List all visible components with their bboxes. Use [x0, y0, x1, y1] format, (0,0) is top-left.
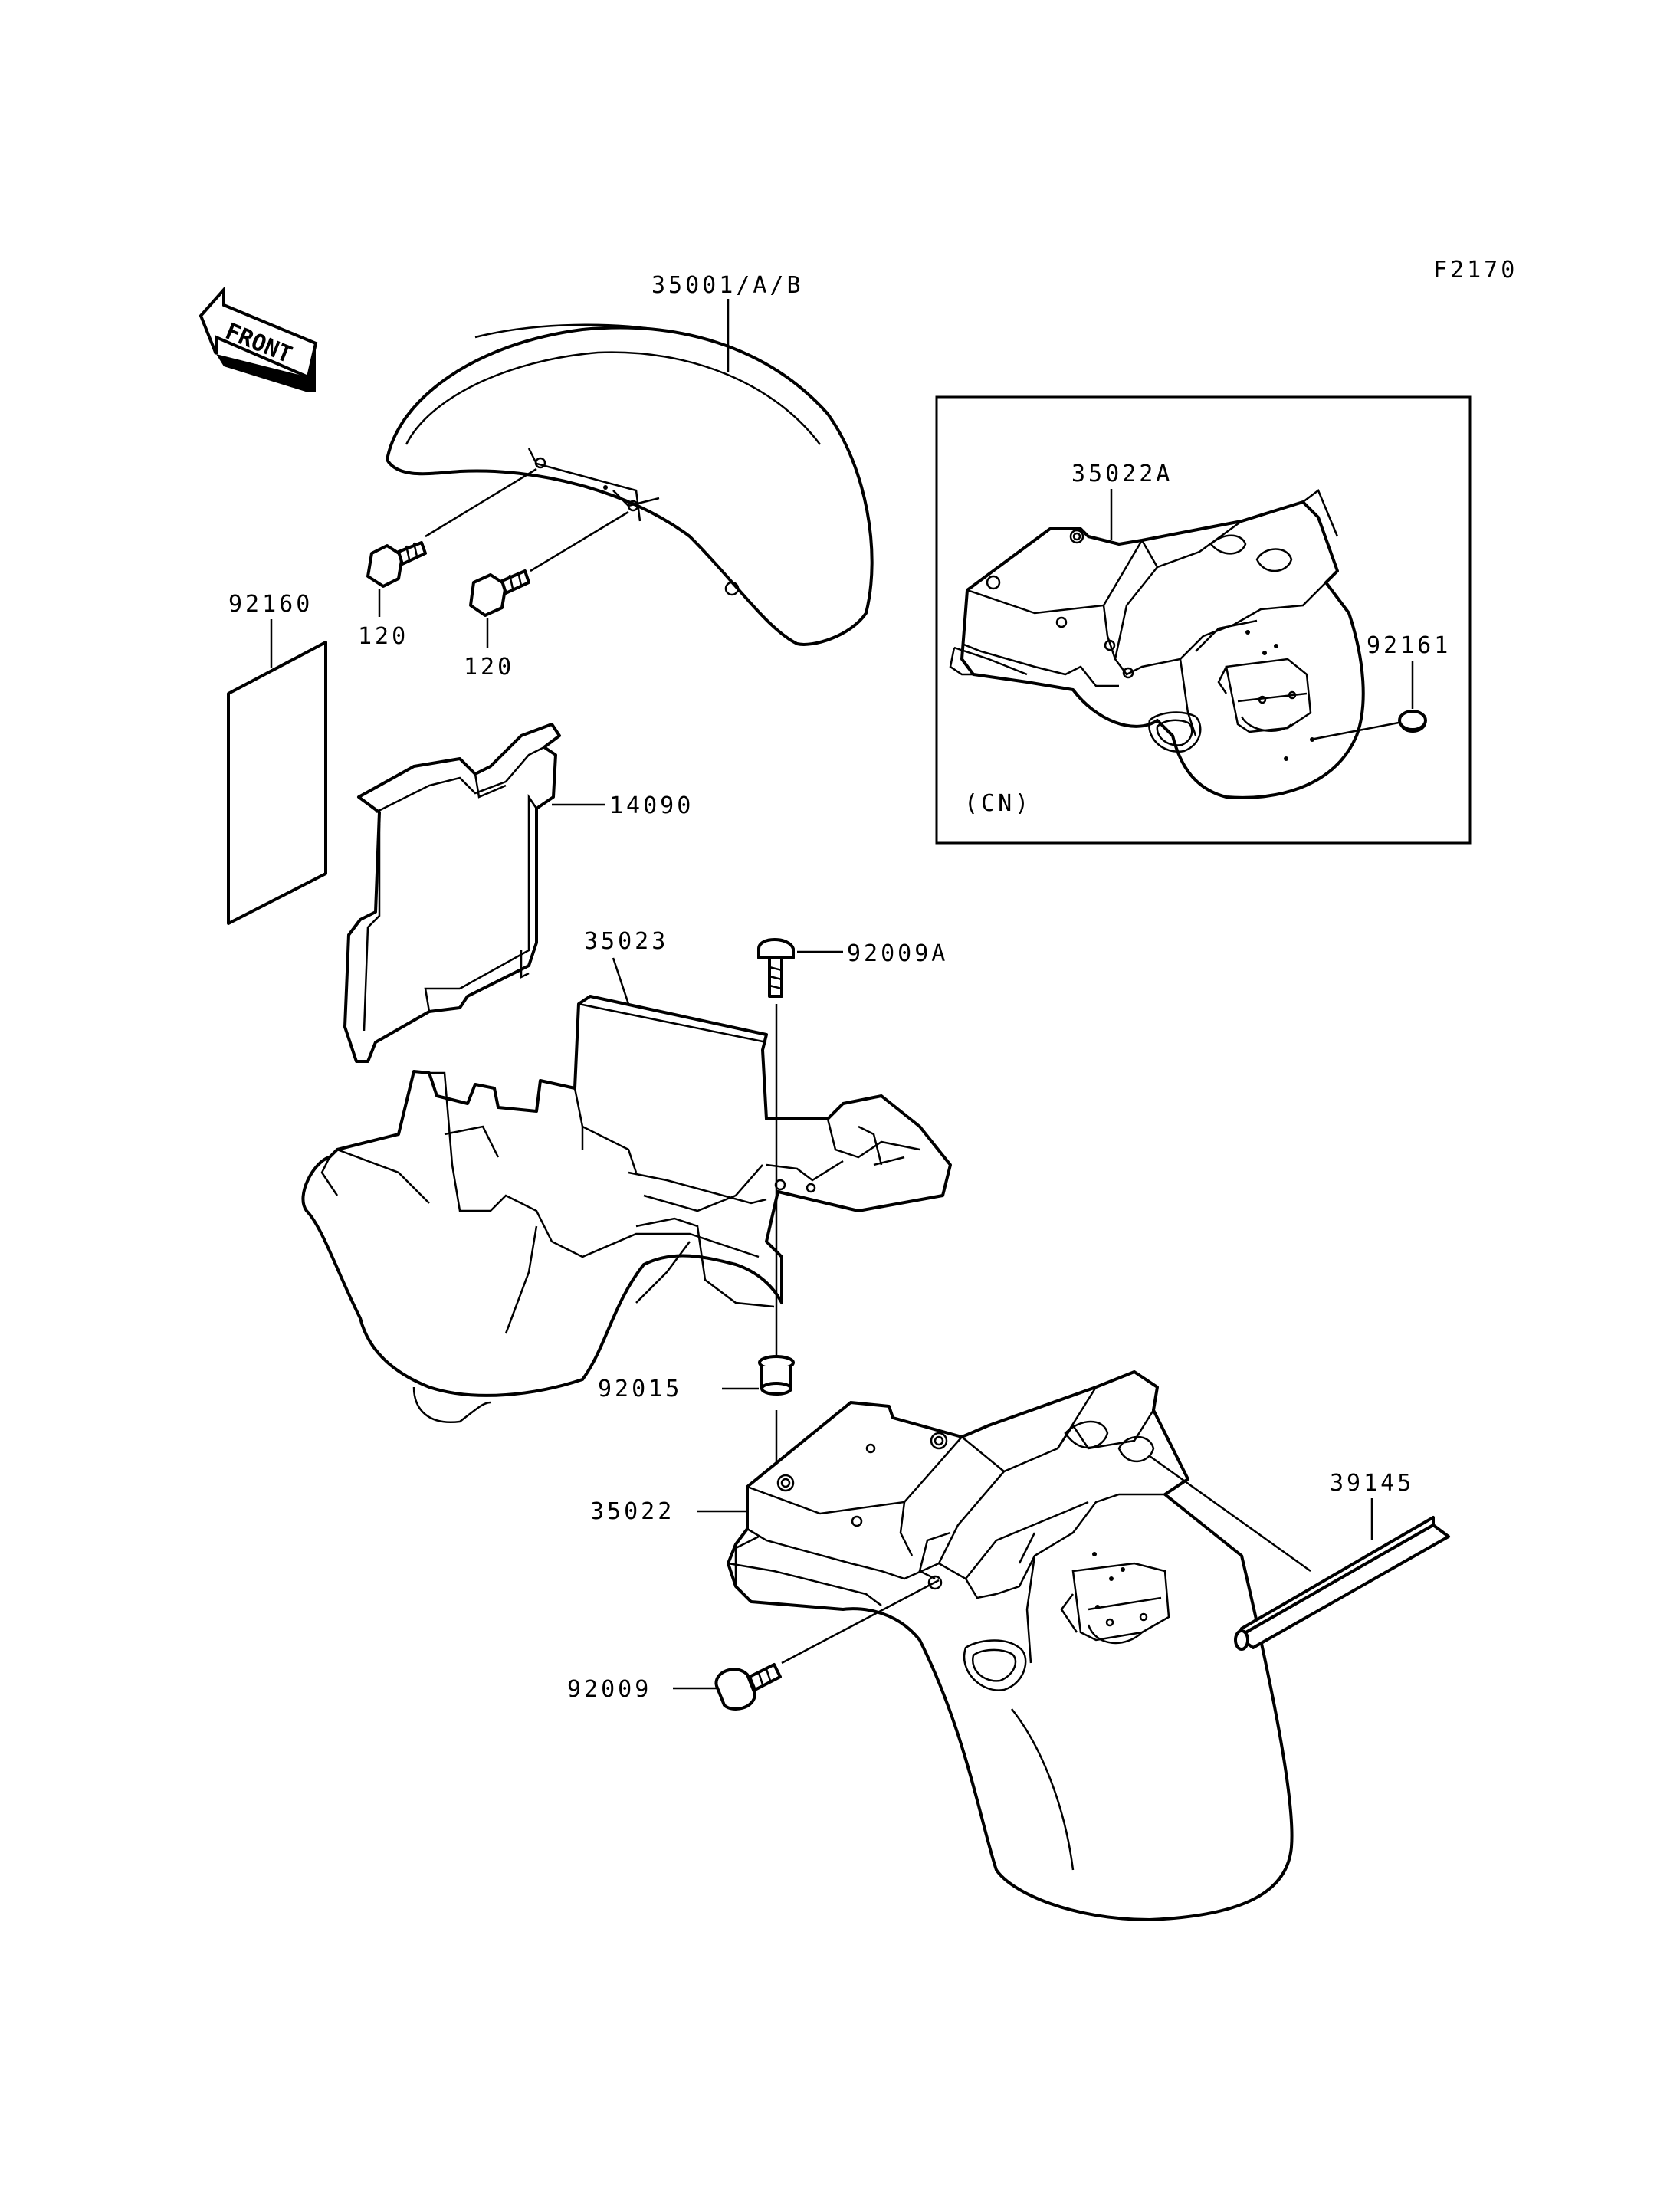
figure-code: F2170 — [1433, 257, 1518, 284]
bushing-part — [758, 1355, 795, 1396]
leader-screw-bottom-dir — [781, 1579, 940, 1665]
inset-note: (CN) — [964, 790, 1032, 817]
rear-fender-rear-part — [727, 1370, 1294, 1921]
label-inset-fender: 35022A — [1071, 461, 1173, 487]
leader-bolt-a-dir — [425, 467, 537, 538]
label-inset-cap: 92161 — [1367, 632, 1451, 659]
label-inner-fender: 35023 — [584, 928, 668, 955]
rear-fender-front-part — [386, 323, 874, 646]
label-bolt-b: 120 — [464, 654, 514, 681]
bolt-a-part — [366, 541, 427, 588]
inset-cap-part — [1398, 710, 1427, 733]
screw-bottom-part — [714, 1663, 782, 1711]
bolt-b-part — [469, 569, 530, 617]
leader-inner-fender — [612, 957, 630, 1005]
inset-frame — [935, 395, 1472, 845]
label-rear-fender-rear: 35022 — [590, 1498, 674, 1525]
sticker-part — [227, 641, 327, 925]
label-bolt-a: 120 — [358, 623, 409, 650]
label-seal: 39145 — [1330, 1470, 1414, 1497]
inner-fender-part — [301, 995, 952, 1424]
label-cover: 14090 — [609, 792, 694, 819]
label-rear-fender-front: 35001/A/B — [651, 272, 804, 299]
label-screw-bottom: 92009 — [567, 1676, 651, 1703]
inset-fender-part — [949, 489, 1365, 799]
screw-top-part — [757, 938, 795, 998]
seal-part — [1234, 1516, 1450, 1651]
front-arrow-icon: FRONT — [199, 285, 318, 392]
leader-inset-cap-dir — [1310, 721, 1399, 741]
label-bushing: 92015 — [598, 1376, 682, 1402]
leader-seal-dir — [1149, 1455, 1311, 1573]
label-sticker: 92160 — [228, 591, 313, 618]
label-screw-top: 92009A — [847, 940, 948, 967]
cover-part — [343, 723, 561, 1063]
leader-bolt-b-dir — [530, 510, 629, 572]
